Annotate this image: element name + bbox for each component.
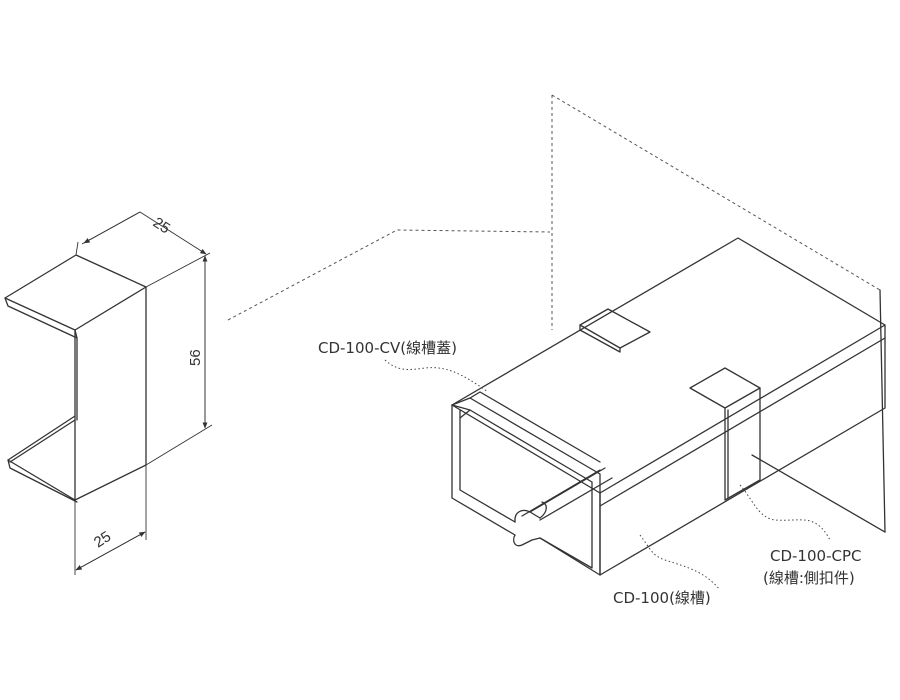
dimension-top-width: 25: [75, 211, 211, 288]
side-clip-detail: [4, 254, 147, 503]
callout-cover: CD-100-CV(線槽蓋): [318, 339, 457, 357]
dimension-label-bottom: 25: [91, 528, 114, 551]
leader-clip: [739, 484, 831, 541]
dimension-bottom-width: 25: [74, 465, 147, 575]
leader-cover: [384, 359, 489, 393]
callout-duct: CD-100(線槽): [613, 589, 711, 607]
leader-duct: [639, 534, 721, 591]
wall-plane: [551, 94, 886, 533]
dimension-label-top: 25: [150, 214, 173, 237]
side-clip-mounted: [689, 367, 761, 501]
wire-duct-assembly: [451, 237, 886, 576]
dimension-height: 56: [145, 255, 213, 466]
dimension-label-height: 56: [187, 349, 204, 366]
top-clip: [579, 308, 651, 353]
detail-link-dashed: [227, 229, 551, 321]
callout-clip-code: CD-100-CPC: [770, 547, 861, 565]
callout-clip-desc: (線槽:側扣件): [763, 569, 855, 587]
